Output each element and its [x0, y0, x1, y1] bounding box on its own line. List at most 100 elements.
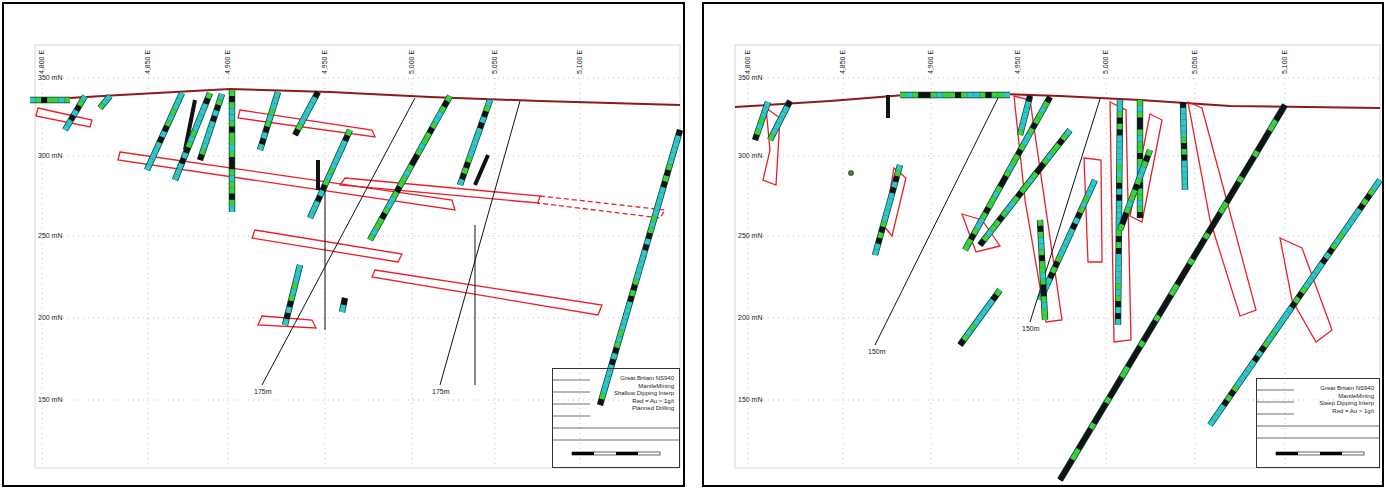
assay-interval	[1066, 465, 1069, 470]
assay-interval	[623, 319, 625, 325]
drill-hole-outline	[770, 101, 790, 140]
assay-interval	[784, 107, 787, 113]
drill-hole-outline	[755, 102, 768, 140]
assay-interval	[603, 388, 605, 394]
assay-interval	[1128, 362, 1131, 367]
assay-interval	[1353, 214, 1356, 219]
assay-interval	[157, 143, 160, 149]
assay-interval	[64, 98, 70, 103]
assay-interval	[1117, 112, 1122, 118]
assay-interval	[1233, 187, 1236, 192]
assay-interval	[762, 113, 764, 118]
assay-interval	[1186, 264, 1189, 269]
assay-interval	[1088, 429, 1091, 434]
drill-hole-outline	[65, 96, 85, 130]
assay-interval	[1116, 260, 1121, 266]
assay-interval	[394, 192, 397, 197]
assay-interval	[1039, 244, 1044, 250]
assay-interval	[486, 106, 488, 112]
assay-interval	[1116, 319, 1121, 325]
assay-interval	[186, 147, 188, 152]
assay-interval	[230, 96, 235, 102]
assay-interval	[1171, 290, 1174, 295]
assay-interval	[1360, 205, 1363, 210]
easting-label: 5,100 E	[576, 50, 583, 74]
assay-interval	[1038, 220, 1043, 226]
assay-interval	[961, 93, 967, 98]
assay-interval	[1000, 181, 1003, 186]
assay-interval	[1116, 236, 1121, 242]
assay-interval	[1146, 331, 1149, 336]
grid-line	[412, 78, 413, 468]
assay-interval	[1053, 267, 1056, 272]
title-text: Red = Au > 1g/t	[593, 398, 674, 406]
assay-interval	[1138, 206, 1143, 212]
assay-interval	[764, 107, 766, 112]
assay-interval	[1085, 434, 1088, 439]
assay-interval	[76, 106, 79, 111]
assay-interval	[313, 207, 316, 213]
plot-frame	[35, 45, 680, 468]
assay-interval	[618, 336, 620, 342]
assay-interval	[1020, 129, 1021, 135]
assay-interval	[1032, 123, 1035, 128]
assay-interval	[1208, 228, 1211, 233]
assay-interval	[1138, 141, 1143, 147]
assay-interval	[177, 169, 179, 174]
assay-interval	[230, 163, 235, 169]
assay-interval	[1117, 124, 1122, 130]
assay-interval	[429, 128, 432, 133]
grid-line	[843, 78, 844, 468]
assay-interval	[476, 134, 478, 140]
ore-lenses	[763, 96, 1332, 342]
grid-line	[748, 78, 749, 468]
assay-interval	[230, 121, 235, 127]
assay-interval	[315, 202, 318, 208]
assay-interval	[41, 98, 47, 103]
assay-interval	[1117, 141, 1122, 147]
assay-interval	[287, 313, 289, 319]
assay-interval	[1267, 131, 1270, 136]
assay-interval	[190, 137, 192, 142]
assay-interval	[1315, 268, 1318, 273]
assay-interval	[193, 131, 195, 136]
assay-interval	[220, 94, 222, 100]
assay-interval	[1040, 267, 1045, 273]
assay-interval	[1214, 218, 1217, 223]
assay-interval	[1227, 396, 1230, 401]
assay-interval	[1254, 151, 1257, 156]
assay-interval	[376, 224, 379, 229]
assay-interval	[397, 187, 400, 192]
assay-interval	[996, 290, 1000, 295]
assay-interval	[426, 133, 429, 138]
assay-interval	[293, 289, 295, 295]
assay-interval	[230, 133, 235, 139]
assay-interval	[285, 319, 287, 325]
assay-interval	[199, 115, 201, 120]
assay-interval	[1040, 261, 1045, 267]
assay-interval	[411, 160, 414, 165]
assay-interval	[472, 145, 474, 151]
grid-line	[763, 156, 1380, 157]
assay-interval	[1117, 201, 1122, 207]
title-block: Great Britain NS940MantleMiningSteep Dip…	[1256, 378, 1380, 468]
assay-interval	[1029, 96, 1030, 102]
assay-interval	[755, 135, 757, 140]
assay-interval	[438, 112, 441, 117]
assay-interval	[1182, 167, 1187, 173]
assay-interval	[1260, 141, 1263, 146]
assay-interval	[175, 104, 178, 110]
assay-interval	[635, 279, 637, 285]
assay-interval	[1009, 166, 1012, 171]
assay-interval	[1363, 200, 1366, 205]
assay-interval	[1133, 190, 1135, 196]
assay-interval	[1183, 269, 1186, 274]
assay-interval	[1066, 130, 1070, 135]
assay-interval	[991, 226, 995, 231]
assay-interval	[432, 123, 435, 128]
assay-interval	[1073, 224, 1076, 229]
assay-interval	[653, 216, 655, 222]
assay-interval	[1117, 207, 1122, 213]
assay-interval	[1125, 367, 1128, 372]
assay-interval	[1217, 213, 1220, 218]
